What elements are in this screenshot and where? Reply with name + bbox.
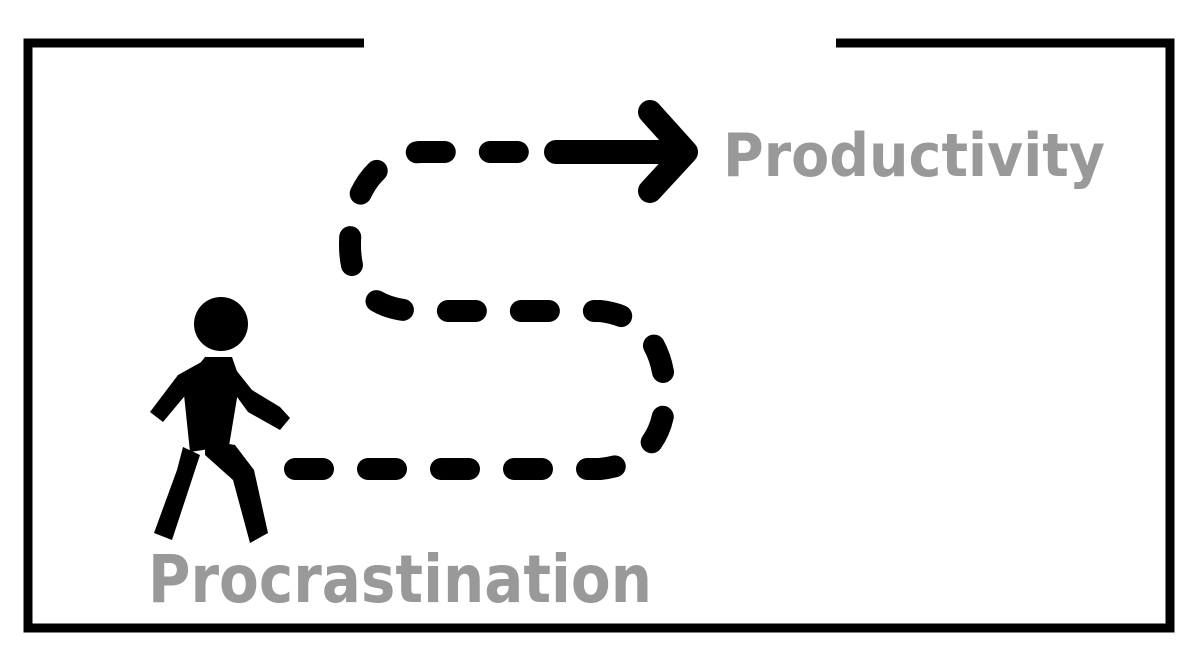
walker-front-arm: [228, 360, 290, 430]
walking-person-icon: [150, 297, 290, 543]
goal-label: Productivity: [723, 121, 1105, 191]
start-label: Procrastination: [148, 541, 652, 618]
walker-torso: [183, 357, 240, 452]
walker-back-leg: [154, 447, 200, 540]
walker-head: [194, 297, 248, 351]
dashed-path: [284, 141, 677, 480]
arrow-right-icon: [544, 100, 698, 203]
frame: [23, 38, 1175, 633]
arrow-head: [638, 100, 698, 203]
frame-left-segment: [23, 38, 1175, 633]
walker-back-arm: [150, 360, 205, 422]
dashed-path-line: [284, 141, 677, 480]
walker-front-leg: [205, 440, 268, 543]
